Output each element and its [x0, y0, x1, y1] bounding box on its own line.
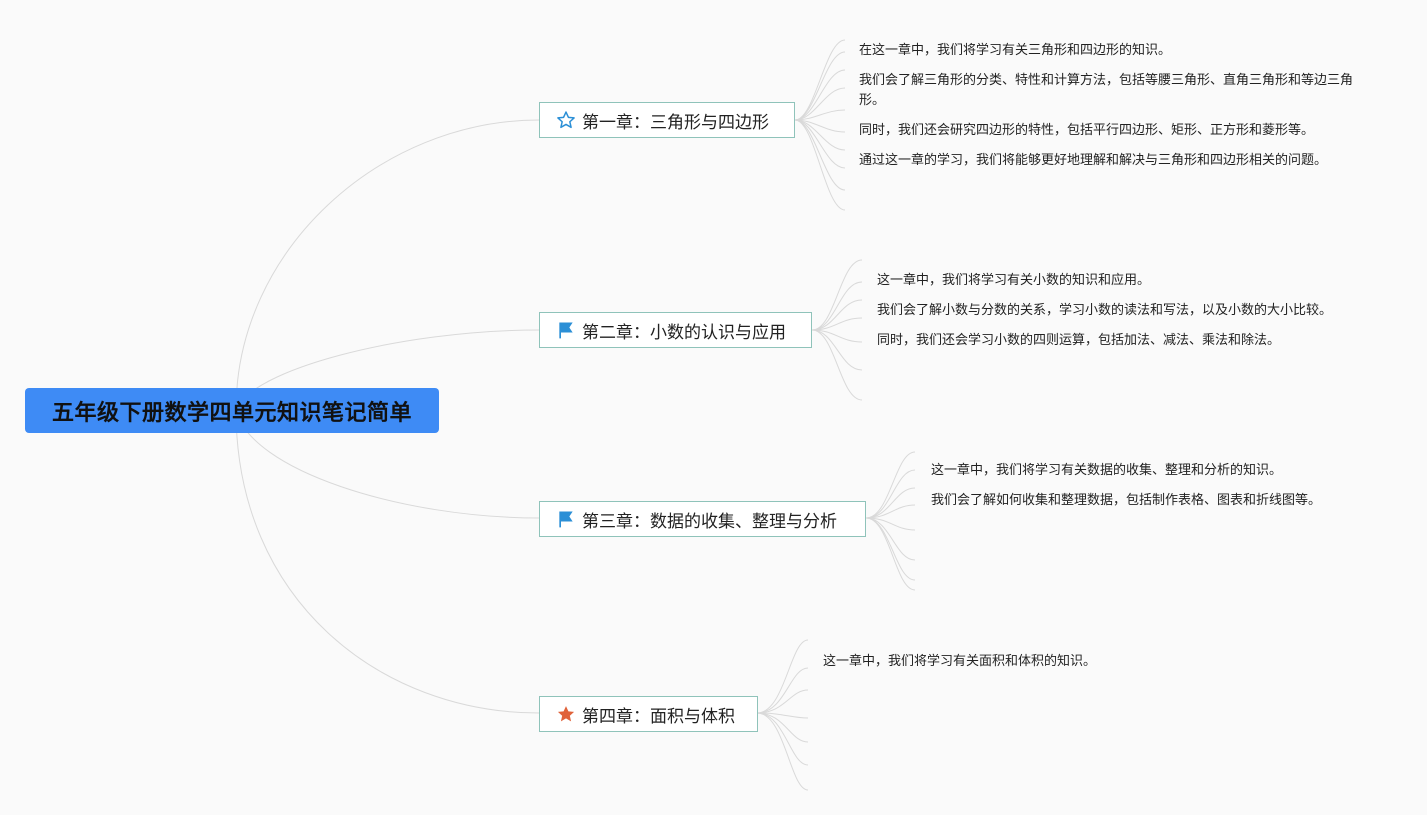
topic-chapter-2[interactable]: 第二章：小数的认识与应用: [539, 312, 812, 348]
note-2-1: 这一章中，我们将学习有关小数的知识和应用。: [877, 273, 1151, 288]
link-root-ch1: [235, 119, 540, 411]
note-1-4: 通过这一章的学习，我们将能够更好地理解和解决与三角形和四边形相关的问题。: [859, 153, 1328, 168]
flag-icon: [556, 320, 576, 340]
note-3-2: 我们会了解如何收集和整理数据，包括制作表格、图表和折线图等。: [931, 493, 1322, 508]
topic-chapter-1[interactable]: 第一章：三角形与四边形: [539, 102, 795, 138]
note-1-3: 同时，我们还会研究四边形的特性，包括平行四边形、矩形、正方形和菱形等。: [859, 123, 1315, 138]
note-3-1: 这一章中，我们将学习有关数据的收集、整理和分析的知识。: [931, 463, 1283, 478]
topic-label: 第四章：面积与体积: [582, 706, 735, 727]
note-4-1: 这一章中，我们将学习有关面积和体积的知识。: [823, 654, 1097, 669]
topic-label: 第一章：三角形与四边形: [582, 112, 769, 133]
topic-chapter-4[interactable]: 第四章：面积与体积: [539, 696, 758, 732]
topic-chapter-3[interactable]: 第三章：数据的收集、整理与分析: [539, 501, 866, 537]
link-root-ch4: [235, 409, 540, 714]
topic-label: 第二章：小数的认识与应用: [582, 322, 786, 343]
root-title: 五年级下册数学四单元知识笔记简单: [51, 400, 412, 426]
note-2-3: 同时，我们还会学习小数的四则运算，包括加法、减法、乘法和除法。: [877, 333, 1281, 348]
note-1-1: 在这一章中，我们将学习有关三角形和四边形的知识。: [859, 43, 1172, 58]
root-topic[interactable]: 五年级下册数学四单元知识笔记简单: [25, 388, 439, 433]
flag-icon: [556, 509, 576, 529]
star-filled-icon: [556, 704, 576, 724]
note-2-2: 我们会了解小数与分数的关系，学习小数的读法和写法，以及小数的大小比较。: [877, 303, 1333, 318]
topic-label: 第三章：数据的收集、整理与分析: [582, 511, 837, 532]
note-1-2: 我们会了解三角形的分类、特性和计算方法，包括等腰三角形、直角三角形和等边三角形。: [859, 73, 1354, 108]
star-outline-icon: [556, 110, 576, 130]
